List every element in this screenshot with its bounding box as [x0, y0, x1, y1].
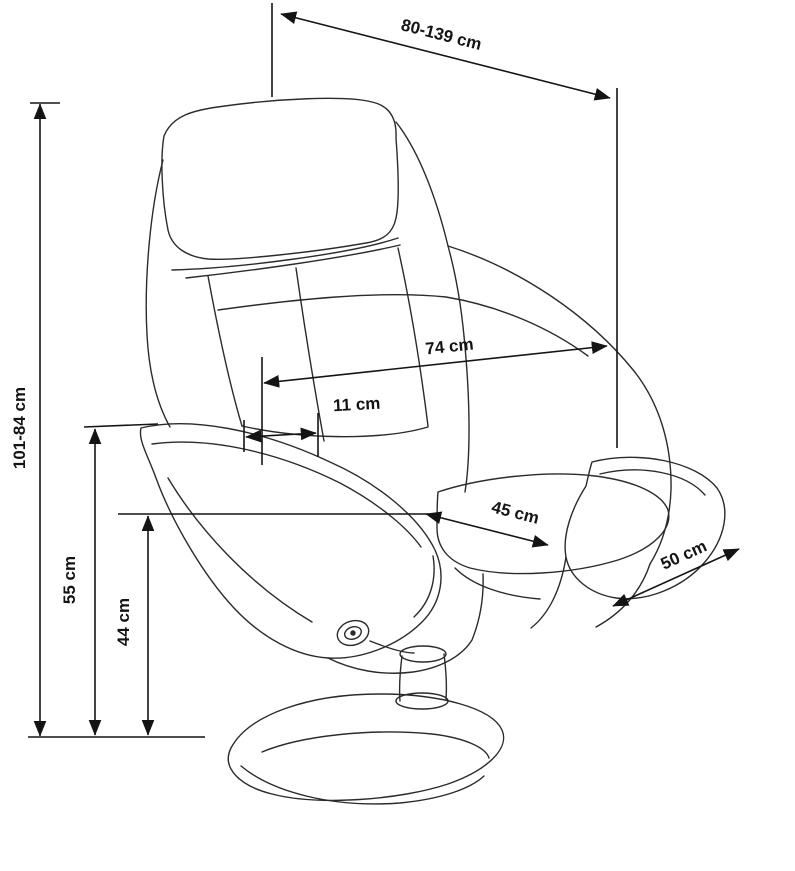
back-cushion-seam-right [397, 247, 429, 427]
pedestal-top-joint [399, 645, 447, 663]
label-seat-width: 45 cm [490, 498, 541, 528]
dimension-labels: 80-139 cm 101-84 cm 55 cm 44 cm 74 cm 11… [10, 15, 710, 646]
dim-arrow-11 [245, 427, 317, 443]
lever-dot [350, 630, 356, 636]
label-back-width: 74 cm [424, 335, 474, 359]
mid-back-seam [217, 293, 589, 357]
backrest-left-edge [145, 159, 171, 428]
label-overall-height-range: 101-84 cm [10, 387, 29, 469]
left-armrest-top-edge [151, 441, 422, 548]
left-armrest-swoosh [167, 477, 313, 623]
tick-armrest-top [83, 423, 159, 428]
side-bulge [447, 245, 672, 565]
right-shell-edge-inner [530, 556, 567, 629]
label-seat-depth: 50 cm [658, 536, 710, 573]
dim-arrow-74 [263, 341, 608, 388]
back-cushion-seam-left [207, 275, 243, 427]
dim-arrow-45 [425, 511, 549, 548]
seat-front-edge [454, 567, 541, 600]
base-outline [227, 693, 505, 802]
base-inner-swoosh [261, 731, 490, 759]
seat-cushion [436, 473, 670, 575]
under-seat-shell [327, 573, 484, 674]
dim-arrow-80-139 [280, 11, 611, 101]
left-armrest-front-edge [413, 555, 435, 618]
pedestal-left [398, 655, 403, 702]
label-seat-height: 44 cm [114, 598, 133, 646]
headrest-seam [171, 237, 399, 271]
back-cushion-seam-center [295, 267, 325, 442]
recline-lever [336, 619, 370, 647]
lever-inner [344, 626, 362, 640]
label-armrest-thickness: 11 cm [333, 394, 381, 415]
pedestal-right [443, 653, 448, 700]
headrest-outline [161, 97, 400, 260]
base-front-lip [240, 765, 485, 805]
left-armrest-outline [139, 423, 442, 659]
backrest-right-edge [395, 121, 470, 493]
dim-arrow-50 [612, 548, 740, 607]
label-armrest-height: 55 cm [60, 556, 79, 604]
lever-outer [336, 619, 370, 647]
dimension-lines [28, 3, 740, 738]
right-armrest-top-edge [599, 469, 706, 496]
chair-line-art [139, 97, 726, 805]
back-cushion-top-seam [185, 244, 401, 279]
lever-linkage [369, 640, 415, 654]
